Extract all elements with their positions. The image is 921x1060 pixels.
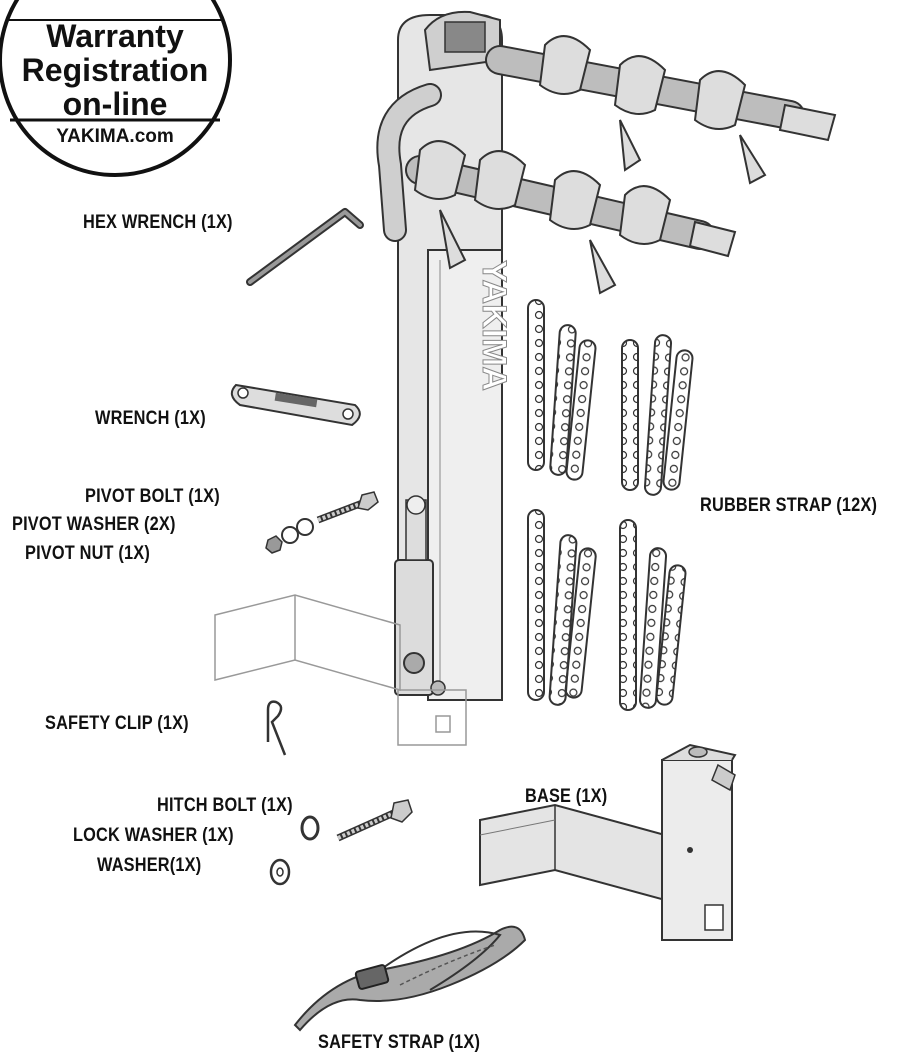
pivot-hardware <box>265 491 379 554</box>
badge-warranty-text: Warranty <box>46 18 184 54</box>
label-hitch-bolt: HITCH BOLT (1X) <box>157 795 293 816</box>
wrench-part <box>230 383 361 427</box>
hitch-hardware <box>269 799 413 886</box>
label-safety-clip: SAFETY CLIP (1X) <box>45 713 189 734</box>
label-pivot-washer: PIVOT WASHER (2X) <box>12 514 176 535</box>
mast-logo: YAKIMA <box>475 260 513 391</box>
carry-arms <box>376 35 837 295</box>
hex-wrench-part <box>246 208 364 286</box>
label-wrench: WRENCH (1X) <box>95 408 206 429</box>
safety-clip-part <box>266 700 287 756</box>
label-washer: WASHER(1X) <box>97 855 202 876</box>
base-part <box>479 743 737 941</box>
label-pivot-nut: PIVOT NUT (1X) <box>25 543 150 564</box>
badge-online-text: on-line <box>62 86 168 122</box>
label-lock-washer: LOCK WASHER (1X) <box>73 825 234 846</box>
ghost-receiver <box>214 594 467 746</box>
label-safety-strap: SAFETY STRAP (1X) <box>318 1032 481 1053</box>
rubber-straps <box>527 299 694 711</box>
warranty-badge-seal <box>0 0 232 177</box>
label-base: BASE (1X) <box>525 786 608 807</box>
label-pivot-bolt: PIVOT BOLT (1X) <box>85 486 220 507</box>
label-hex-wrench: HEX WRENCH (1X) <box>83 212 233 233</box>
label-rubber-strap: RUBBER STRAP (12X) <box>700 495 878 516</box>
badge-registration-text: Registration <box>21 52 209 88</box>
badge-site-text[interactable]: YAKIMA.com <box>56 126 174 147</box>
safety-strap-part <box>293 925 527 1032</box>
